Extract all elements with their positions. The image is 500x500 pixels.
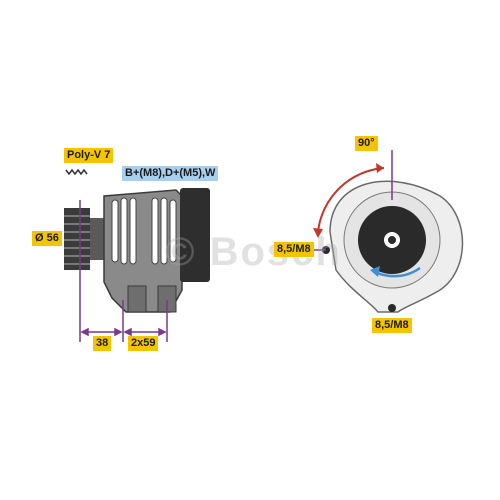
terminals-label: B+(M8),D+(M5),W xyxy=(122,166,219,181)
watermark: © Bosch xyxy=(165,230,342,274)
mount-spacing-label: 2x59 xyxy=(128,336,159,351)
belt-profile-icon xyxy=(65,168,88,176)
alternator-housing xyxy=(103,188,210,313)
pulley-distance-label: 38 xyxy=(93,336,112,351)
belt-label: Poly-V 7 xyxy=(64,148,114,163)
front-view xyxy=(322,180,464,313)
rotation-direction-arrow xyxy=(370,266,421,278)
diameter-label: Ø 56 xyxy=(32,231,62,246)
dimension-lines xyxy=(79,200,168,342)
angle-arc-arrow xyxy=(313,163,385,238)
angle-label: 90° xyxy=(355,136,378,151)
mount-top-label: 8,5/M8 xyxy=(274,242,314,257)
pulley xyxy=(64,208,104,270)
mount-bottom-label: 8,5/M8 xyxy=(372,318,412,333)
